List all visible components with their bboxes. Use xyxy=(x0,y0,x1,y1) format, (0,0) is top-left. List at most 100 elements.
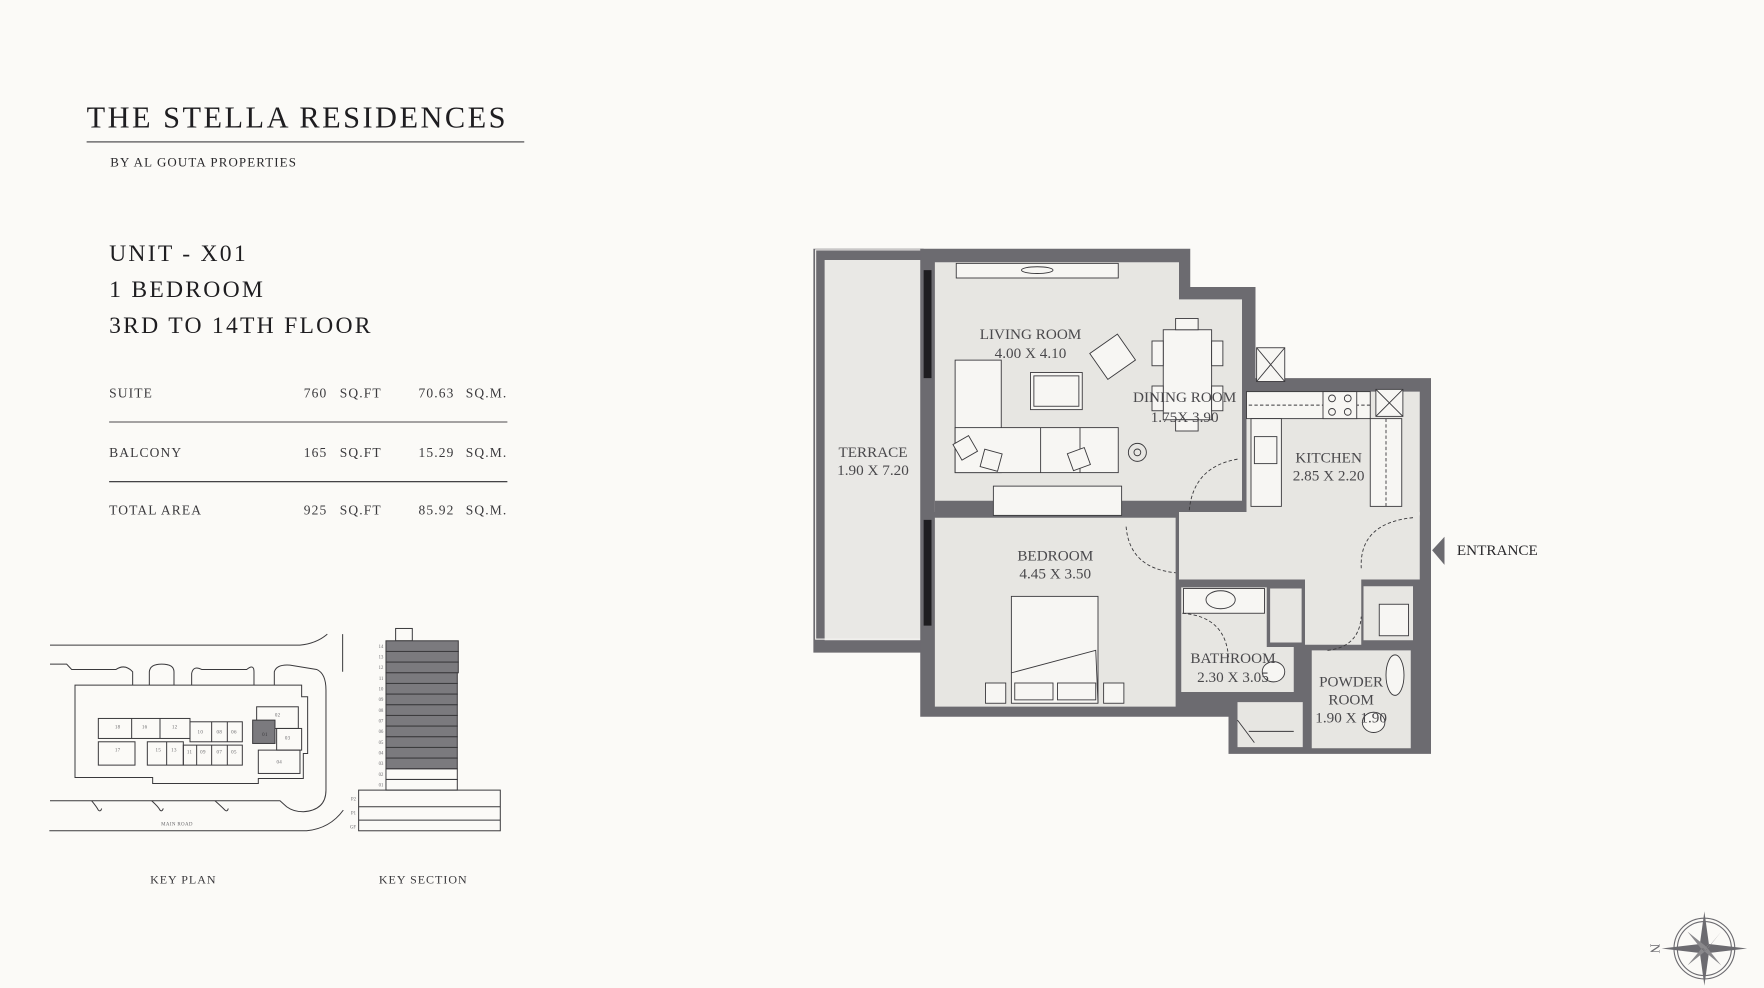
project-title: THE STELLA RESIDENCES xyxy=(87,100,508,134)
area-sqft-unit: SQ.FT xyxy=(340,445,382,460)
area-label: SUITE xyxy=(109,385,153,400)
key-section-floor xyxy=(385,746,458,759)
door-swing xyxy=(1188,458,1238,513)
wardrobe xyxy=(992,485,1123,516)
key-plan-caption: KEY PLAN xyxy=(150,872,216,886)
key-section-caption: KEY SECTION xyxy=(379,872,468,886)
key-section-floor xyxy=(385,725,458,738)
key-section-floor xyxy=(385,768,458,780)
key-section-floor xyxy=(385,640,459,652)
unit-name: UNIT - X01 xyxy=(109,241,248,267)
key-plan-unit-label: 09 xyxy=(200,750,206,755)
room-size: 4.00 X 4.10 xyxy=(995,345,1067,362)
podium xyxy=(358,789,501,832)
key-section-floor-label: 07 xyxy=(379,719,384,724)
key-plan-unit-label: 02 xyxy=(275,713,281,718)
key-plan-highlighted-unit xyxy=(252,719,276,744)
nightstand xyxy=(985,682,1007,704)
terrace xyxy=(824,260,922,641)
area-sqm-unit: SQ.M. xyxy=(466,502,508,517)
key-section-floor xyxy=(385,682,458,695)
key-plan-unit-label: 16 xyxy=(142,725,148,730)
key-section-floor-label: 14 xyxy=(379,645,384,650)
key-plan-unit-label: 01 xyxy=(262,733,268,738)
key-section-floor-label: 04 xyxy=(379,751,384,756)
unit-floors: 3RD TO 14TH FLOOR xyxy=(109,313,373,339)
area-sqm-unit: SQ.M. xyxy=(466,385,508,400)
shower xyxy=(1237,702,1303,748)
key-section-floor-label: 11 xyxy=(379,677,384,682)
area-sqft: 165 xyxy=(304,445,328,460)
key-section-floor-label: 13 xyxy=(379,655,384,660)
area-row-suite: SUITE 760 SQ.FT 70.63 SQ.M. xyxy=(109,385,508,400)
key-section-floor xyxy=(385,672,458,684)
key-plan-unit-label: 18 xyxy=(115,725,121,730)
area-sqft: 925 xyxy=(304,502,328,517)
key-section-floor xyxy=(385,704,458,716)
basin xyxy=(1385,654,1405,696)
room-name: BEDROOM xyxy=(1017,547,1093,564)
duct-icon xyxy=(1256,347,1404,417)
washer xyxy=(1378,603,1409,637)
area-sqm: 70.63 xyxy=(419,385,455,400)
room-name: POWDER xyxy=(1319,673,1384,690)
armchair xyxy=(1089,333,1137,380)
key-section-floor xyxy=(385,736,458,748)
toilet xyxy=(1361,711,1386,733)
podium-label: P1 xyxy=(351,811,357,816)
room-name: TERRACE xyxy=(838,444,907,461)
area-sqft-unit: SQ.FT xyxy=(340,385,382,400)
key-plan-unit-label: 04 xyxy=(276,760,282,765)
key-plan-unit-label: 11 xyxy=(187,750,193,755)
roof-box xyxy=(395,627,413,642)
sink-counter xyxy=(1250,418,1282,507)
window xyxy=(923,270,932,379)
key-section-floor xyxy=(385,661,459,674)
room-size: 1.90 X 1.90 xyxy=(1315,709,1387,726)
podium-label: GF xyxy=(350,825,356,830)
key-plan: 18 16 12 10 08 06 01 02 03 04 17 15 13 1… xyxy=(49,633,344,886)
area-sqft-unit: SQ.FT xyxy=(340,502,382,517)
room-name: DINING ROOM xyxy=(1133,389,1237,406)
key-section-floor-label: 01 xyxy=(379,783,384,788)
podium-label: P2 xyxy=(351,797,357,802)
area-table: SUITE 760 SQ.FT 70.63 SQ.M. BALCONY 165 … xyxy=(109,385,508,517)
key-plan-section: 18 16 12 10 08 06 01 02 03 04 17 15 13 1… xyxy=(49,627,501,886)
key-plan-unit-label: 05 xyxy=(231,750,237,755)
area-sqm: 85.92 xyxy=(419,502,455,517)
key-section-floor xyxy=(385,650,459,663)
area-label: TOTAL AREA xyxy=(109,502,202,517)
key-section-floor xyxy=(385,714,458,727)
key-section-floor xyxy=(385,778,458,791)
nightstand xyxy=(1103,682,1125,704)
floor-plan: ENTRANCE LIVING ROOM 4.00 X 4.10 DINING … xyxy=(813,248,1538,754)
sink-icon xyxy=(1253,436,1278,465)
area-sqm: 15.29 xyxy=(419,445,455,460)
key-plan-unit-label: 07 xyxy=(216,750,222,755)
key-section-floor-label: 02 xyxy=(379,773,384,778)
key-section-floor-label: 05 xyxy=(379,741,384,746)
compass-rose-icon: N xyxy=(1647,911,1748,986)
tv-unit xyxy=(955,262,1119,279)
area-label: BALCONY xyxy=(109,445,182,460)
key-section-floor xyxy=(385,757,458,770)
key-plan-unit-label: 15 xyxy=(155,748,161,753)
plant-icon xyxy=(1127,442,1147,462)
room-name: BATHROOM xyxy=(1190,650,1276,667)
key-plan-unit-label: 12 xyxy=(172,725,178,730)
room-size: 4.45 X 3.50 xyxy=(1019,565,1091,582)
entrance-label: ENTRANCE xyxy=(1457,542,1538,559)
main-road-label: MAIN ROAD xyxy=(161,822,193,827)
window xyxy=(923,519,932,626)
key-section-floor xyxy=(385,693,458,706)
key-plan-unit-label: 10 xyxy=(197,730,203,735)
room-size: 2.85 X 2.20 xyxy=(1293,468,1365,485)
coffee-table xyxy=(1030,372,1083,411)
key-plan-unit-label: 13 xyxy=(171,748,177,753)
bed xyxy=(1010,595,1099,704)
key-section-floor-label: 03 xyxy=(379,762,384,767)
stove xyxy=(1322,391,1358,420)
room-name: LIVING ROOM xyxy=(980,326,1082,343)
